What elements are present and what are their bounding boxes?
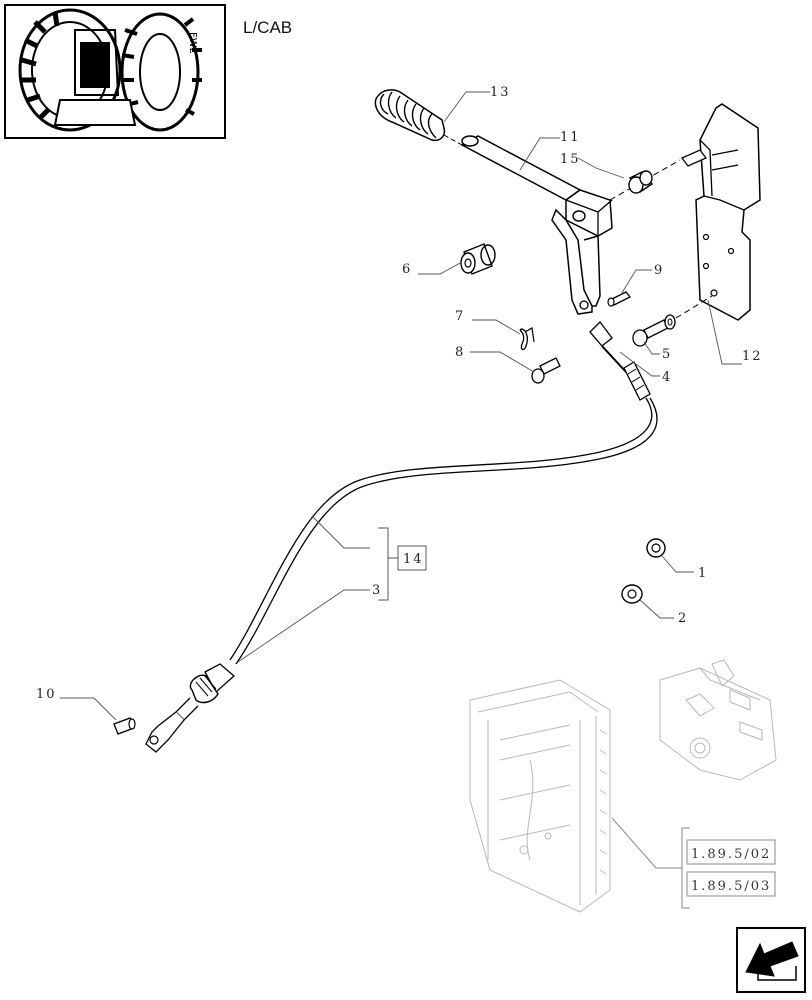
part-11-lever (460, 135, 613, 315)
callout-bracket-14 (378, 527, 398, 601)
reference-box-2[interactable] (686, 871, 776, 897)
reference-1[interactable]: 1.89.5/02 (691, 847, 771, 862)
part-7-clip (519, 327, 535, 351)
part-6-spacer (460, 243, 496, 275)
part-4-bolt (632, 319, 669, 347)
part-13-grip (374, 89, 446, 142)
callout-1[interactable]: 1 (698, 566, 708, 581)
reference-box-1[interactable] (686, 839, 776, 865)
callout-10[interactable]: 10 (36, 687, 57, 702)
callout-8[interactable]: 8 (455, 345, 465, 360)
callout-box-14[interactable] (397, 545, 427, 571)
callout-15[interactable]: 15 (560, 152, 581, 167)
part-2-washer (621, 584, 643, 604)
cable-assembly (145, 397, 658, 753)
callout-4[interactable]: 4 (662, 370, 672, 385)
part-9-pin (607, 291, 632, 307)
callout-7[interactable]: 7 (455, 309, 465, 324)
callout-13[interactable]: 13 (490, 85, 511, 100)
arrow-next-icon (745, 941, 799, 977)
variant-label: L/CAB (243, 18, 293, 37)
part-1-nut (646, 538, 666, 558)
callout-12[interactable]: 12 (742, 349, 763, 364)
reference-bracket (611, 817, 690, 909)
callout-2[interactable]: 2 (678, 611, 688, 626)
lead-13-axis (443, 134, 463, 146)
tractor-thumbnail: FWL (4, 4, 226, 139)
leader-lines (60, 91, 742, 721)
cable-end-top (589, 321, 651, 401)
callout-9[interactable]: 9 (654, 263, 664, 278)
reference-assembly-ghost (469, 659, 777, 913)
part-8-pin (531, 357, 561, 384)
part-12-bracket (680, 103, 761, 321)
part-5-washer (664, 314, 676, 330)
thumbnail-label: FWL (187, 32, 198, 54)
callout-5[interactable]: 5 (662, 347, 672, 362)
callout-11[interactable]: 11 (560, 130, 581, 145)
next-page-button[interactable] (736, 927, 806, 993)
callout-3[interactable]: 3 (372, 583, 382, 598)
part-10-pin (113, 717, 136, 735)
lead-bolt-axis (675, 295, 713, 319)
part-15-bushing (628, 170, 654, 194)
reference-2[interactable]: 1.89.5/03 (691, 879, 771, 894)
callout-14[interactable]: 14 (403, 552, 424, 567)
callout-6[interactable]: 6 (402, 262, 412, 277)
